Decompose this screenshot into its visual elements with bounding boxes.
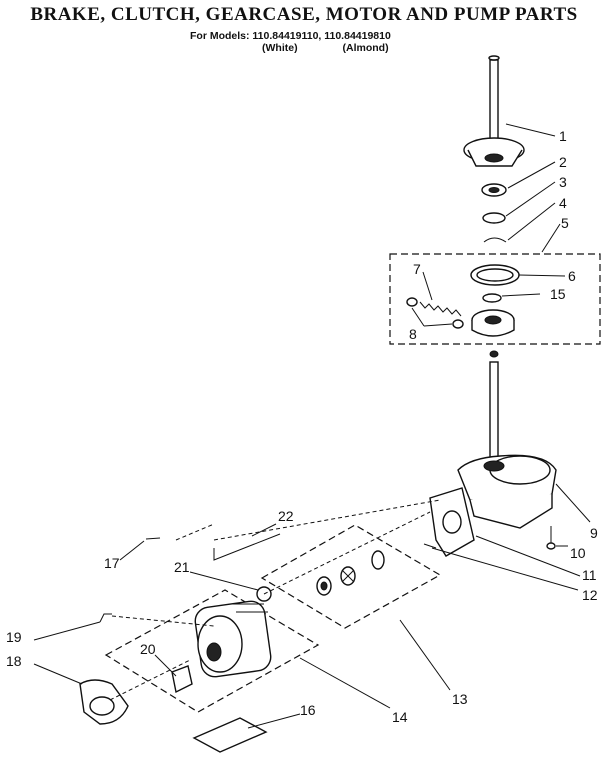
- callout-6: 6: [568, 268, 576, 284]
- callout-20: 20: [140, 641, 156, 657]
- callout-11: 11: [582, 567, 597, 583]
- callout-5: 5: [561, 215, 569, 231]
- part-washer-2: [481, 183, 507, 197]
- part-pump-components-13: [316, 550, 385, 596]
- callout-9: 9: [590, 525, 598, 541]
- pump-group-box: [260, 524, 442, 629]
- part-lower-shaft: [489, 350, 499, 463]
- model-numbers: For Models: 110.84419110, 110.84419810: [190, 30, 391, 42]
- callout-2: 2: [559, 154, 567, 170]
- motor-group-box: [104, 589, 320, 713]
- part-pin-12: [423, 543, 437, 549]
- callout-16: 16: [300, 702, 316, 718]
- part-bracket-22: [213, 533, 281, 561]
- part-motor-14: [194, 600, 272, 678]
- callout-17: 17: [104, 555, 120, 571]
- explosion-lines: [109, 499, 441, 701]
- part-brake-band-6: [470, 264, 520, 286]
- callout-12: 12: [582, 587, 598, 603]
- part-pump-18: [79, 679, 129, 725]
- part-shaft-hub: [463, 55, 525, 167]
- callout-14: 14: [392, 709, 408, 725]
- callout-4: 4: [559, 195, 567, 211]
- callout-1: 1: [559, 128, 567, 144]
- callout-15: 15: [550, 286, 566, 302]
- leader-lines: [33, 123, 591, 729]
- callout-22: 22: [278, 508, 294, 524]
- model-variants: (White) (Almond): [262, 42, 389, 54]
- part-screw-17: [145, 537, 161, 540]
- callout-21: 21: [174, 559, 190, 575]
- part-switch-20: [171, 665, 193, 694]
- brake-assembly-box: [389, 253, 601, 345]
- part-screw-10: [546, 526, 556, 550]
- part-clip-19: [99, 613, 112, 623]
- callout-3: 3: [559, 174, 567, 190]
- part-clip-4: [483, 237, 507, 243]
- part-mount-plate-11: [429, 487, 475, 557]
- part-brake-rotor: [471, 309, 515, 337]
- callout-18: 18: [6, 653, 22, 669]
- callout-19: 19: [6, 629, 22, 645]
- part-gearcase-9: [457, 454, 557, 529]
- diagram-title: BRAKE, CLUTCH, GEARCASE, MOTOR AND PUMP …: [30, 4, 578, 25]
- part-gasket-16: [192, 717, 268, 753]
- callout-10: 10: [570, 545, 586, 561]
- callout-numbers: 1 2 3 4 5 6 7 8 9 10 11 12 13 14 15 16 1…: [6, 128, 598, 725]
- callout-7: 7: [413, 261, 421, 277]
- part-bushings-8: [406, 297, 464, 329]
- part-ring-15: [482, 293, 502, 303]
- variant-almond: (Almond): [342, 42, 389, 54]
- callout-8: 8: [409, 326, 417, 342]
- callout-13: 13: [452, 691, 468, 707]
- part-ring-3: [482, 212, 506, 224]
- part-spring-7: [419, 301, 462, 317]
- variant-white: (White): [262, 42, 298, 54]
